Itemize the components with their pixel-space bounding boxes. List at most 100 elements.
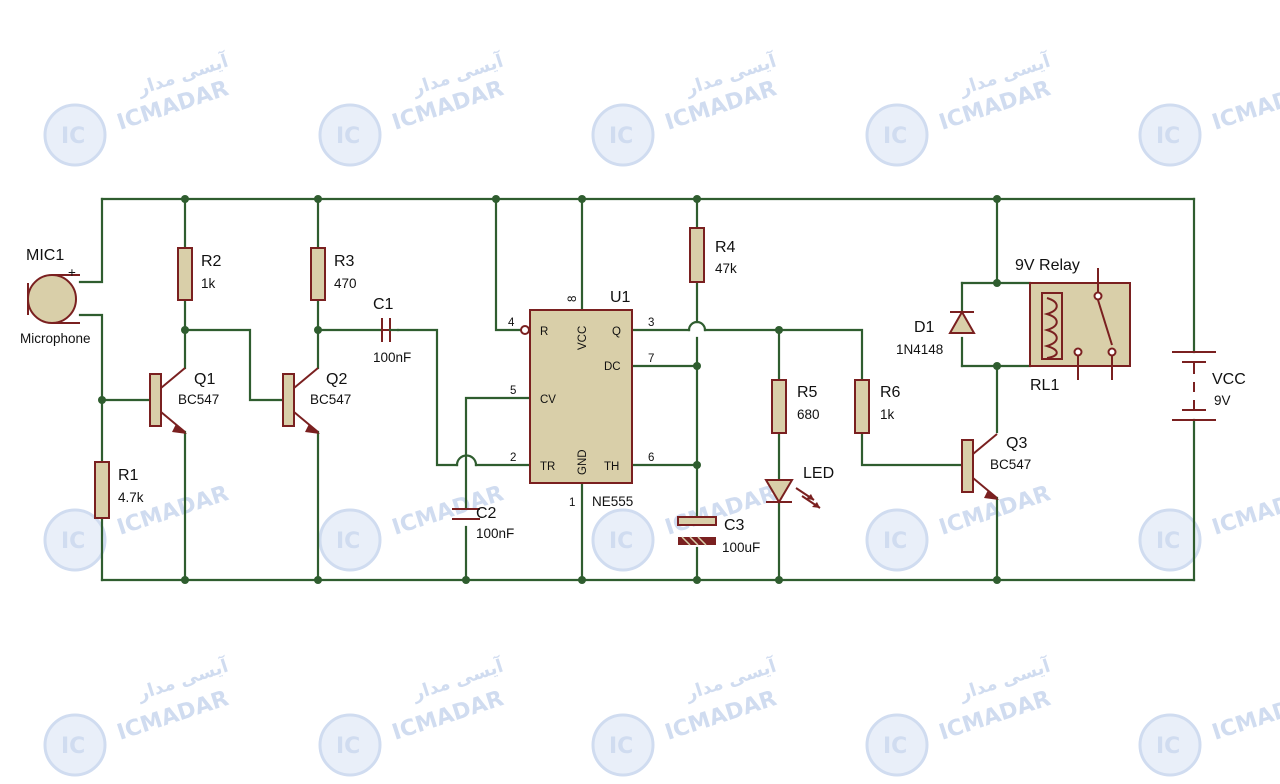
svg-text:IC: IC — [883, 124, 907, 149]
svg-text:IC: IC — [609, 124, 633, 149]
capacitor-c1: C1 100nF — [373, 296, 411, 365]
svg-text:ICMADAR: ICMADAR — [662, 481, 780, 540]
junction-dot — [314, 576, 322, 584]
junction-dot — [775, 576, 783, 584]
pin-label-gnd: GND — [577, 449, 589, 475]
svg-text:IC: IC — [336, 529, 360, 554]
vcc-ref: VCC — [1212, 371, 1246, 388]
watermark-logo: IC — [318, 508, 382, 572]
c1-value: 100nF — [373, 350, 411, 365]
pin-number-2: 2 — [510, 452, 516, 464]
watermark-logo: IC — [591, 103, 655, 167]
watermark-logo: IC — [1138, 103, 1202, 167]
pin-number-8: 8 — [567, 296, 579, 302]
pin-label-q: Q — [612, 326, 621, 338]
r5-ref: R5 — [797, 384, 818, 401]
svg-text:IC: IC — [1156, 124, 1180, 149]
resistor-r5: R5 680 — [771, 379, 820, 434]
junction-dot — [181, 576, 189, 584]
u1-ref: U1 — [610, 289, 631, 306]
junction-dot — [993, 279, 1001, 287]
transistor-q2: Q2 BC547 — [282, 367, 351, 434]
svg-text:ICMADAR: ICMADAR — [389, 686, 507, 745]
svg-text:IC: IC — [61, 529, 85, 554]
svg-text:IC: IC — [61, 124, 85, 149]
watermark-layer: IC IC IC IC IC ICMADAR ICMADAR ICMADAR I… — [43, 49, 1280, 777]
junction-dots — [98, 195, 1001, 584]
svg-text:IC: IC — [609, 734, 633, 759]
c3-ref: C3 — [724, 517, 745, 534]
resistor-r3: R3 470 — [310, 247, 357, 301]
svg-text:IC: IC — [1156, 529, 1180, 554]
r4-value: 47k — [715, 261, 737, 276]
junction-dot — [462, 576, 470, 584]
watermark-logo: IC — [1138, 713, 1202, 777]
watermark-logo: IC — [865, 713, 929, 777]
capacitor-c3: C3 100uF — [677, 516, 760, 555]
r6-ref: R6 — [880, 384, 901, 401]
r3-value: 470 — [334, 276, 357, 291]
ic-ne555-u1: U1 NE555 R CV TR Q DC TH VCC GND 4 5 2 3… — [508, 289, 654, 509]
watermark-logo: IC — [318, 713, 382, 777]
resistor-r6: R6 1k — [854, 379, 901, 434]
q3-value: BC547 — [990, 457, 1031, 472]
r6-value: 1k — [880, 407, 895, 422]
r1-value: 4.7k — [118, 490, 144, 505]
mic1-ref: MIC1 — [26, 247, 64, 264]
junction-dot — [693, 362, 701, 370]
rl1-value: 9V Relay — [1015, 257, 1080, 274]
svg-text:IC: IC — [883, 734, 907, 759]
svg-text:IC: IC — [336, 124, 360, 149]
junction-dot — [314, 326, 322, 334]
junction-dot — [181, 195, 189, 203]
watermark-logo: IC — [591, 508, 655, 572]
junction-dot — [775, 326, 783, 334]
watermark-logo: IC — [43, 508, 107, 572]
c3-value: 100uF — [722, 540, 760, 555]
svg-text:ICMADAR: ICMADAR — [1209, 76, 1280, 135]
svg-text:ICMADAR: ICMADAR — [662, 686, 780, 745]
relay-rl1: 9V Relay RL1 — [1015, 257, 1131, 394]
r4-ref: R4 — [715, 239, 736, 256]
mic1-plus: + — [68, 265, 76, 280]
svg-text:IC: IC — [336, 734, 360, 759]
r2-value: 1k — [201, 276, 216, 291]
q1-ref: Q1 — [194, 371, 215, 388]
svg-text:IC: IC — [61, 734, 85, 759]
q2-ref: Q2 — [326, 371, 347, 388]
resistor-r4: R4 47k — [689, 227, 737, 283]
c2-ref: C2 — [476, 505, 497, 522]
junction-dot — [693, 195, 701, 203]
watermark-logo: IC — [43, 103, 107, 167]
pin-number-3: 3 — [648, 317, 654, 329]
pin-number-1: 1 — [569, 497, 575, 509]
junction-dot — [578, 195, 586, 203]
svg-text:ICMADAR: ICMADAR — [1209, 481, 1280, 540]
svg-text:ICMADAR: ICMADAR — [936, 481, 1054, 540]
q1-value: BC547 — [178, 392, 219, 407]
wires — [78, 197, 1196, 582]
r5-value: 680 — [797, 407, 820, 422]
q3-ref: Q3 — [1006, 435, 1027, 452]
svg-text:ICMADAR: ICMADAR — [114, 686, 232, 745]
watermark-logo: IC — [865, 103, 929, 167]
pin-label-dc: DC — [604, 361, 621, 373]
pin-label-th: TH — [604, 461, 619, 473]
led-indicator: LED — [764, 465, 834, 509]
c2-value: 100nF — [476, 526, 514, 541]
junction-dot — [578, 576, 586, 584]
transistor-q3: Q3 BC547 — [961, 433, 1031, 500]
svg-text:IC: IC — [1156, 734, 1180, 759]
watermark-logo: IC — [43, 713, 107, 777]
pin-number-4: 4 — [508, 317, 515, 329]
junction-dot — [993, 576, 1001, 584]
junction-dot — [693, 461, 701, 469]
pin-label-vcc: VCC — [577, 326, 589, 350]
resistor-r2: R2 1k — [177, 247, 222, 301]
rl1-ref: RL1 — [1030, 377, 1059, 394]
led-ref: LED — [803, 465, 834, 482]
battery-vcc: VCC 9V — [1172, 351, 1246, 421]
r1-ref: R1 — [118, 467, 139, 484]
junction-dot — [993, 362, 1001, 370]
